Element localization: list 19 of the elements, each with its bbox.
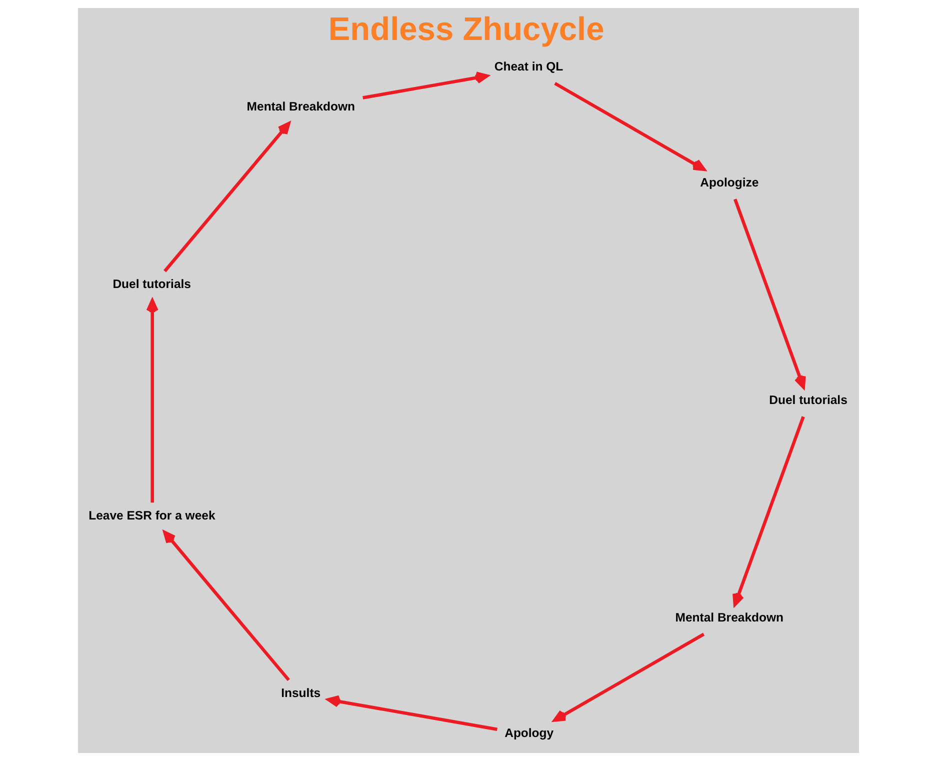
node-text: Insults <box>280 686 320 700</box>
node-text: Leave ESR for a week <box>88 508 215 523</box>
diagram-title: Endless Zhucycle <box>328 10 604 47</box>
node-text: Mental Breakdown <box>246 100 355 114</box>
arrow <box>162 530 290 682</box>
arrow <box>146 299 158 503</box>
arrow <box>326 695 497 731</box>
node-text: Apology <box>504 726 554 740</box>
node-text: Apologize <box>700 175 758 190</box>
arrow <box>733 198 806 389</box>
node-text: Mental Breakdown <box>674 610 783 624</box>
arrow <box>732 416 804 606</box>
arrow <box>554 82 706 171</box>
node-text: Duel tutorials <box>112 277 190 292</box>
arrow <box>362 72 488 100</box>
arrow <box>163 122 290 272</box>
arrow <box>552 632 704 722</box>
node-text: Duel tutorials <box>768 392 847 407</box>
node-text: Cheat in QL <box>494 60 563 74</box>
